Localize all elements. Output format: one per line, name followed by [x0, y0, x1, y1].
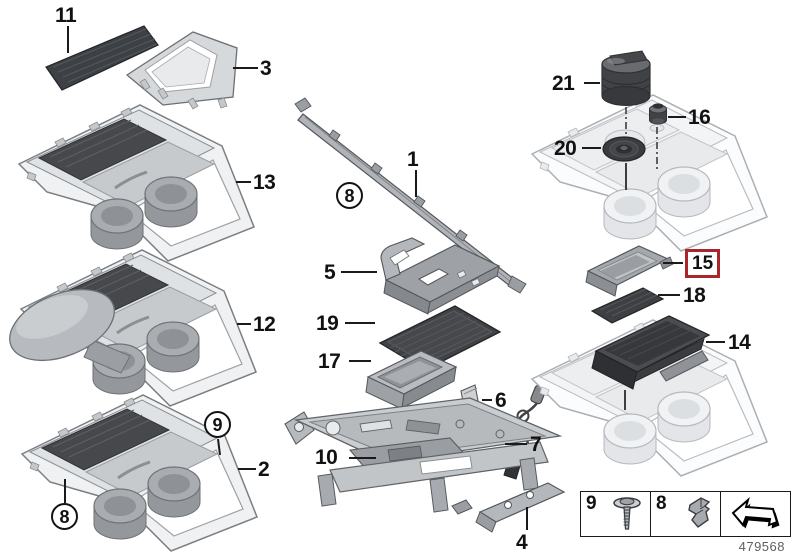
callout-3: 3: [260, 57, 272, 80]
callout-13: 13: [253, 171, 276, 194]
callout-7: 7: [530, 433, 542, 456]
part-13-console-trim: [17, 103, 256, 263]
callout-11: 11: [55, 4, 77, 27]
legend-cell-screw: 9: [581, 492, 651, 536]
callout-21: 21: [552, 72, 575, 95]
leader-lines: [64, 26, 725, 530]
part-10-carrier: [284, 397, 563, 513]
part-20-ashtray-insert: [602, 136, 646, 162]
callout-14: 14: [728, 331, 751, 354]
part-14-deep-tray: [591, 315, 711, 390]
callout-12: 12: [253, 313, 276, 336]
callout-6: 6: [495, 389, 507, 412]
assembly-axis-lines: [624, 107, 658, 410]
callout-1: 1: [407, 148, 419, 171]
part-5-bracket: [380, 237, 501, 315]
callout-5: 5: [324, 261, 336, 284]
part-11-rubber-mat: [45, 25, 159, 91]
callout-18: 18: [683, 284, 706, 307]
legend-label-clip: 8: [656, 493, 667, 514]
callout-9-circled: 9: [204, 411, 231, 438]
callout-20: 20: [554, 137, 577, 160]
callout-8-circled-mid: 8: [336, 182, 363, 209]
callout-2: 2: [258, 458, 270, 481]
callout-8-circled-left: 8: [51, 503, 78, 530]
part-21-ashtray-cup: [601, 50, 651, 106]
callout-10: 10: [315, 446, 338, 469]
screw-icon: [613, 497, 641, 530]
callout-4: 4: [516, 531, 528, 554]
part-12-shift-boot: [9, 288, 131, 374]
part-16-socket: [649, 103, 667, 125]
callout-15-highlighted: 15: [685, 249, 721, 278]
part-15-storage-tray: [585, 245, 674, 297]
legend-cell-arrow: [721, 492, 790, 536]
part-3-shifter-trim: [125, 31, 238, 110]
legend-cell-clip: 8: [651, 492, 721, 536]
part-18-rubber-mat: [590, 287, 665, 324]
diagram-number: 479568: [738, 539, 785, 554]
callout-17: 17: [318, 350, 341, 373]
part-4-bracket: [451, 482, 566, 533]
page-arrow-icon: [731, 497, 779, 529]
legend-label-screw: 9: [586, 493, 597, 514]
callout-19: 19: [316, 312, 339, 335]
fastener-legend: 9 8: [580, 491, 791, 537]
clip-icon: [688, 497, 711, 528]
callout-16: 16: [688, 106, 711, 129]
part-17-storage-tray: [365, 350, 458, 410]
part-1-rail: [294, 97, 527, 294]
